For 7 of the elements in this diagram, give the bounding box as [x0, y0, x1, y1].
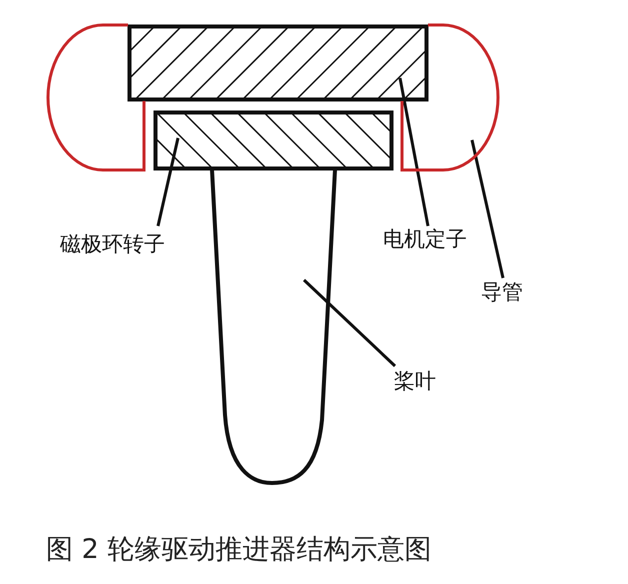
part-label: 桨叶: [394, 371, 436, 392]
part-label: 导管: [481, 282, 523, 303]
part-label: 磁极环转子: [60, 234, 165, 255]
figure-caption: 图 2 轮缘驱动推进器结构示意图: [46, 536, 432, 563]
leader-line: [470, 140, 504, 278]
part-label: 电机定子: [383, 229, 467, 250]
leader-line: [302, 278, 396, 368]
